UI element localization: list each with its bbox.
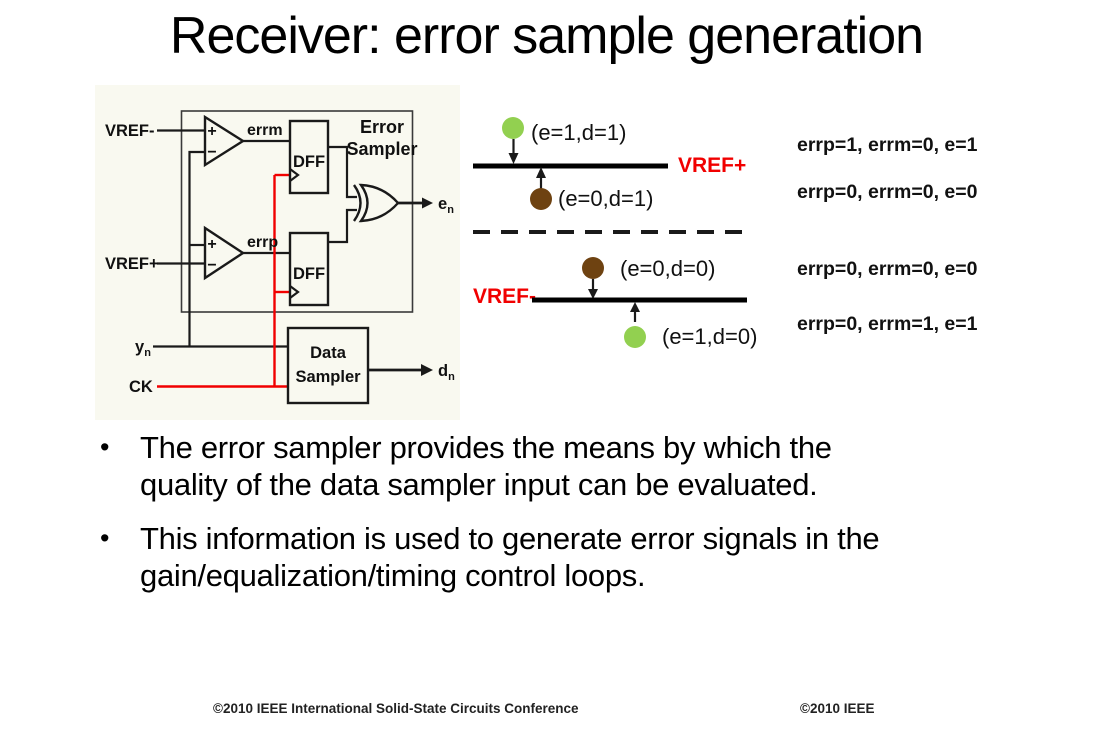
en-arrowhead [422, 197, 433, 209]
vref-plus-level-label: VREF+ [678, 154, 746, 177]
clock-wedge-icon [289, 168, 300, 182]
clock-wires [157, 173, 290, 388]
plus-sign: + [207, 123, 216, 140]
list-item: • The error sampler provides the means b… [100, 429, 1040, 503]
data-sampler-label-line1: Data [310, 344, 347, 362]
arrow-down-head [508, 153, 519, 164]
bullet-icon: • [100, 523, 110, 553]
footer-ieee-copyright: ©2010 IEEE [800, 701, 875, 716]
green-dot-icon [624, 326, 646, 348]
minus-sign: − [207, 144, 216, 161]
bullet1-line2: quality of the data sampler input can be… [140, 467, 818, 502]
dff-top: DFF [288, 119, 330, 195]
yn-label: yn [135, 338, 151, 359]
point-label-2: (e=0,d=1) [558, 186, 653, 211]
dff-bottom: DFF [288, 231, 330, 307]
comparator-bottom: + − [203, 225, 246, 281]
dff-label: DFF [293, 265, 325, 283]
vref-minus-label: VREF- [105, 122, 155, 140]
brown-dot-icon [530, 188, 552, 210]
vref-plus-label: VREF+ [105, 255, 159, 273]
vref-minus-level-label: VREF- [473, 285, 536, 308]
data-sampler-box: Data Sampler [286, 326, 370, 405]
point-label-3: (e=0,d=0) [620, 256, 715, 281]
bullet-list: • The error sampler provides the means b… [100, 429, 1040, 611]
bullet2-line1: This information is used to generate err… [140, 521, 880, 556]
ck-label: CK [129, 378, 153, 396]
bullet1-line1: The error sampler provides the means by … [140, 430, 832, 465]
list-item: • This information is used to generate e… [100, 520, 1040, 594]
signal-wires [153, 129, 422, 372]
arrow-up-head [630, 302, 640, 312]
clock-wedge-icon [289, 285, 300, 299]
threshold-svg: VREF+ (e=1,d=1) (e=0,d=1) (e=0,d=0) VREF… [473, 117, 757, 349]
bullet2-line2: gain/equalization/timing control loops. [140, 558, 646, 593]
errp-label: errp [247, 234, 278, 251]
dff-label: DFF [293, 153, 325, 171]
comparator-top: + − [203, 114, 246, 168]
arrow-up-head [536, 167, 546, 178]
equation-line-4: errp=0, errm=1, e=1 [797, 313, 978, 335]
error-sampler-circuit-diagram: Error Sampler [95, 85, 460, 420]
circuit-svg: Error Sampler [95, 85, 460, 420]
xor-gate-icon [353, 183, 400, 223]
brown-dot-icon [582, 257, 604, 279]
page-title: Receiver: error sample generation [169, 7, 924, 65]
dn-arrowhead [421, 364, 433, 376]
bullet-icon: • [100, 432, 110, 462]
errm-label: errm [247, 122, 283, 139]
plus-sign: + [207, 236, 216, 253]
error-sampler-label-line1: Error [360, 117, 404, 137]
data-sampler-label-line2: Sampler [295, 368, 361, 386]
equation-line-2: errp=0, errm=0, e=0 [797, 181, 978, 203]
error-sampler-box [180, 110, 414, 313]
point-label-4: (e=1,d=0) [662, 324, 757, 349]
en-label: en [438, 195, 454, 216]
equation-line-1: errp=1, errm=0, e=1 [797, 134, 978, 156]
point-label-1: (e=1,d=1) [531, 120, 626, 145]
error-sampler-label-line2: Sampler [346, 139, 417, 159]
equation-line-3: errp=0, errm=0, e=0 [797, 258, 978, 280]
minus-sign: − [207, 257, 216, 274]
threshold-diagram: VREF+ (e=1,d=1) (e=0,d=1) (e=0,d=0) VREF… [465, 95, 785, 360]
green-dot-icon [502, 117, 524, 139]
dn-label: dn [438, 362, 455, 383]
arrow-down-head [588, 289, 598, 299]
footer-conference-copyright: ©2010 IEEE International Solid-State Cir… [213, 701, 579, 716]
